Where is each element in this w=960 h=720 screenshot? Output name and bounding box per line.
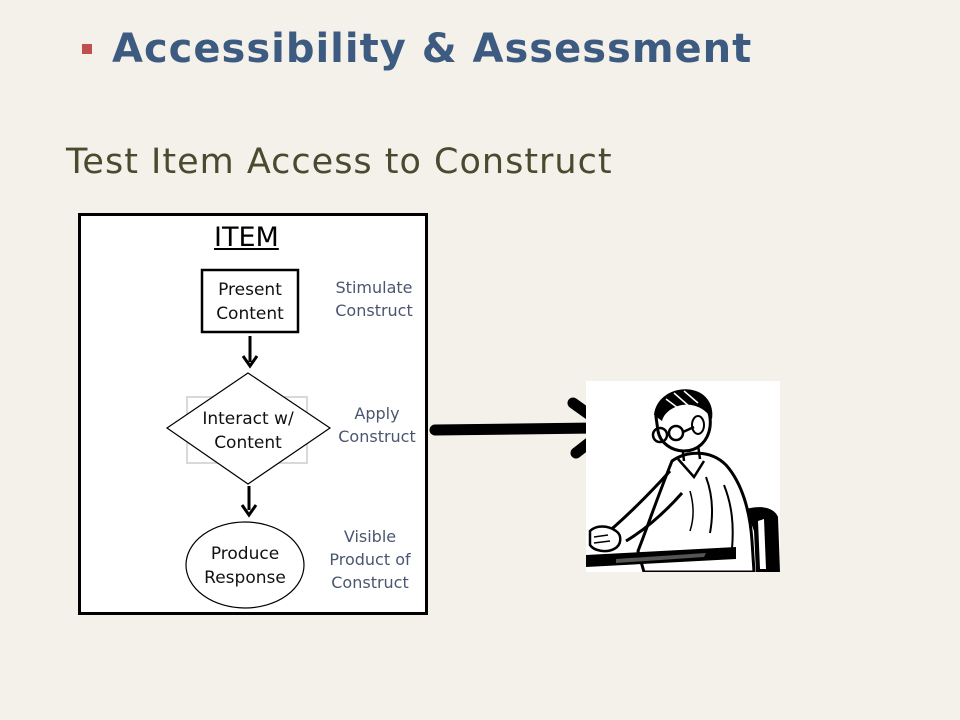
flow-arrowhead-1: [241, 355, 259, 369]
chair-highlight: [758, 519, 766, 569]
desk-shadow: [616, 553, 706, 563]
present-content-box: [200, 268, 300, 334]
interact-content-diamond: [165, 372, 332, 485]
shirt-fold-1: [705, 476, 714, 534]
forearm: [625, 492, 684, 543]
ear: [691, 415, 705, 435]
annotation-visible-line1: Visible: [343, 527, 397, 546]
glasses-arm: [682, 425, 695, 434]
annotation-stimulate-line2: Construct: [335, 301, 413, 320]
annotation-apply-line1: Apply: [354, 404, 400, 423]
interact-content-line2: Content: [214, 433, 282, 453]
shirt-fold-3: [689, 490, 694, 532]
shirt-fold-2: [723, 484, 734, 550]
flow-arrowhead-2: [240, 504, 258, 518]
present-content-label: Present Content: [202, 278, 298, 326]
slide-subtitle: Test Item Access to Construct: [66, 142, 613, 182]
glasses-lens-1: [651, 426, 669, 444]
glasses-lens-2: [667, 424, 685, 442]
produce-response-ellipse: [185, 521, 305, 609]
interact-content-label: Interact w/ Content: [180, 407, 316, 455]
collar: [677, 458, 706, 480]
hair-strands: [665, 390, 699, 412]
annotation-visible-line3: Construct: [331, 573, 409, 592]
item-title: ITEM: [214, 222, 279, 253]
person-illustration: [586, 389, 780, 574]
annotation-stimulate: Stimulate Construct: [326, 276, 422, 322]
produce-response-line1: Produce: [210, 544, 280, 564]
torso: [636, 451, 756, 574]
interact-content-line1: Interact w/: [202, 409, 294, 429]
square-bullet-icon: [82, 44, 92, 54]
annotation-stimulate-line1: Stimulate: [335, 278, 413, 297]
present-content-line2: Content: [216, 304, 284, 324]
hair: [654, 389, 713, 421]
slide-heading: Accessibility & Assessment: [112, 26, 753, 72]
annotation-apply-line2: Construct: [338, 427, 416, 446]
annotation-visible-line2: Product of: [329, 550, 411, 569]
hand: [588, 525, 622, 553]
person-at-desk-icon: [586, 381, 780, 574]
fingers: [593, 534, 611, 544]
produce-response-line2: Response: [204, 568, 286, 588]
access-arrow: [429, 422, 601, 436]
annotation-visible: Visible Product of Construct: [320, 525, 420, 594]
produce-response-label: Produce Response: [186, 542, 304, 590]
annotation-apply: Apply Construct: [330, 402, 424, 448]
present-content-line1: Present: [218, 280, 282, 300]
